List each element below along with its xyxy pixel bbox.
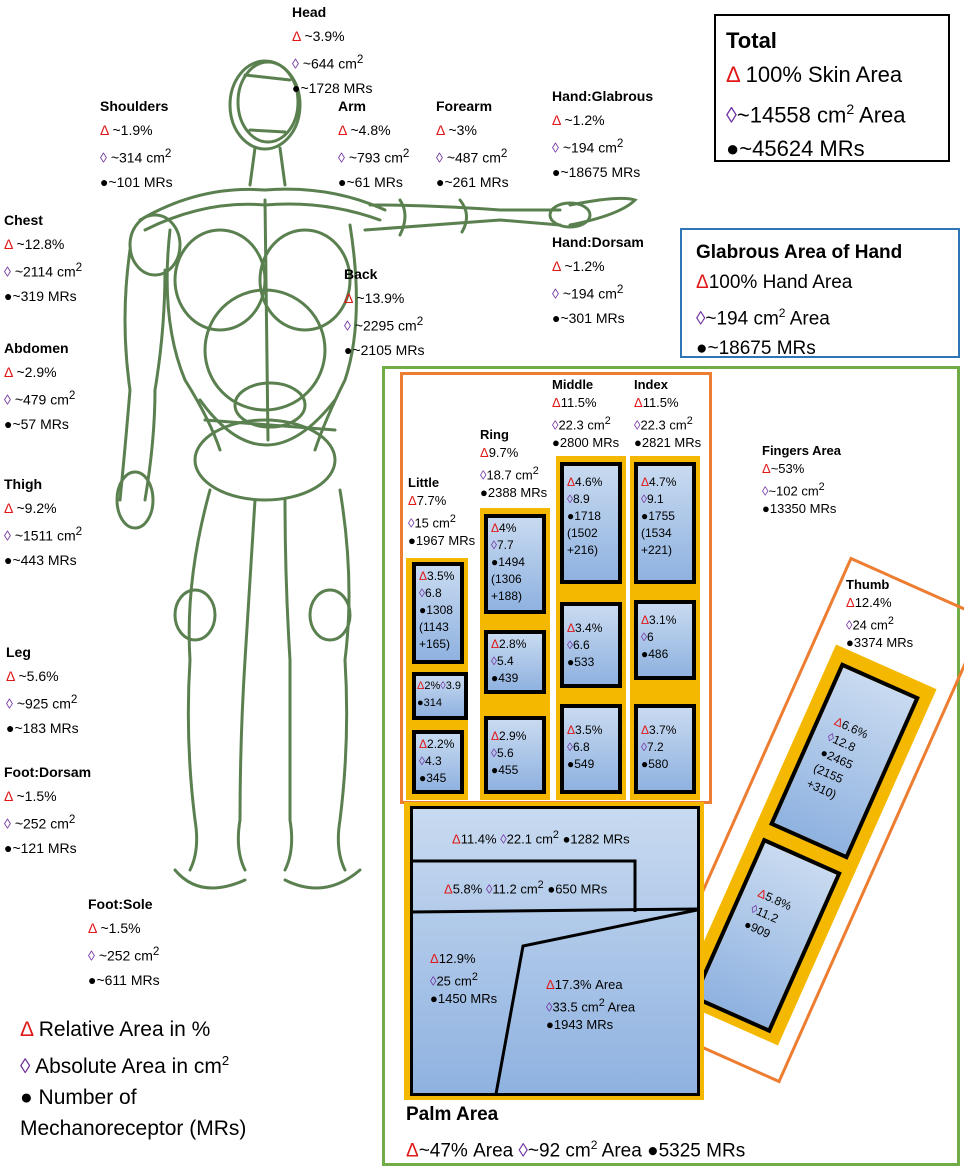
palm-row2: Δ5.8% ◊11.2 cm2 ●650 MRs [444,879,608,897]
label-index: Index Δ11.5% ◊22.3 cm2 ●2821 MRs [634,377,702,451]
label-foot-sole: Foot:Sole Δ ~1.5% ◊ ~252 cm2 ●~611 MRs [88,896,160,988]
label-little: Little Δ7.7% ◊15 cm2 ●1967 MRs [408,475,476,549]
palm-row1: Δ11.4% ◊22.1 cm2 ●1282 MRs [452,829,630,847]
segment-middle-proximal: Δ3.5% ◊6.8 ●549 [560,704,622,794]
label-back: Back Δ ~13.9% ◊ ~2295 cm2 ●~2105 MRs [344,266,425,358]
label-abdomen: Abdomen Δ ~2.9% ◊ ~479 cm2 ●~57 MRs [4,340,76,432]
palm [410,806,700,1096]
total-box: Total Δ 100% Skin Area ◊~14558 cm2 Area … [714,14,950,162]
label-arm: Arm Δ ~4.8% ◊ ~793 cm2 ●~61 MRs [338,98,410,190]
label-foot-dorsam: Foot:Dorsam Δ ~1.5% ◊ ~252 cm2 ●~121 MRs [4,764,92,856]
segment-index-proximal: Δ3.7% ◊7.2 ●580 [634,704,696,794]
segment-little-middle: Δ2%◊3.9 ●314 [412,672,468,720]
segment-little-distal: Δ3.5% ◊6.8 ●1308 (1143 +165) [412,562,464,664]
palm-area-title: Palm Area [406,1104,499,1125]
glabrous-rel: Δ100% Hand Area [696,272,853,293]
segment-ring-distal: Δ4% ◊7.7 ●1494 (1306 +188) [484,514,546,614]
segment-ring-middle: Δ2.8% ◊5.4 ●439 [484,630,546,694]
palm-right: Δ17.3% Area ◊33.5 cm2 Area ●1943 MRs [546,977,636,1033]
total-mr: ●~45624 MRs [726,136,865,162]
label-leg: Leg Δ ~5.6% ◊ ~925 cm2 ●~183 MRs [6,644,79,736]
palm-area-caption: Palm Area Δ~47% Area ◊~92 cm2 Area ●5325… [406,1100,745,1166]
label-ring: Ring Δ9.7% ◊18.7 cm2 ●2388 MRs [480,427,548,501]
body-sketch [115,59,638,890]
legend-mr-2: Mechanoreceptor (MRs) [20,1117,247,1140]
segment-middle-middle: Δ3.4% ◊6.6 ●533 [560,602,622,688]
label-thumb: Thumb Δ12.4% ◊24 cm2 ●3374 MRs [846,577,914,651]
hand-panel [382,366,960,1166]
legend-mr: ● Number of [20,1086,137,1109]
label-chest: Chest Δ ~12.8% ◊ ~2114 cm2 ●~319 MRs [4,212,83,304]
label-middle: Middle Δ11.5% ◊22.3 cm2 ●2800 MRs [552,377,620,451]
segment-middle-distal: Δ4.6% ◊8.9 ●1718 (1502 +216) [560,462,622,584]
label-hand-glabrous: Hand:Glabrous Δ ~1.2% ◊ ~194 cm2 ●~18675… [552,88,654,180]
glabrous-abs: ◊~194 cm2 Area [696,306,830,330]
label-thigh: Thigh Δ ~9.2% ◊ ~1511 cm2 ●~443 MRs [4,476,83,568]
segment-ring-proximal: Δ2.9% ◊5.6 ●455 [484,716,546,794]
palm-dividers [410,859,700,1095]
label-forearm: Forearm Δ ~3% ◊ ~487 cm2 ●~261 MRs [436,98,509,190]
segment-index-middle: Δ3.1% ◊6 ●486 [634,600,696,680]
legend: Δ Relative Area in % ◊ Absolute Area in … [20,1014,246,1144]
total-title: Total [726,28,777,53]
segment-little-proximal: Δ2.2% ◊4.3 ●345 [412,730,464,794]
palm-area-values: Δ~47% Area ◊~92 cm2 Area ●5325 MRs [406,1138,746,1162]
label-fingers-area: Fingers Area Δ~53% ◊~102 cm2 ●13350 MRs [762,443,841,517]
segment-index-distal: Δ4.7% ◊9.1 ●1755 (1534 +221) [634,462,696,584]
legend-abs: ◊ Absolute Area in cm2 [20,1053,230,1078]
total-rel: Δ 100% Skin Area [726,62,903,87]
total-abs: ◊~14558 cm2 Area [726,101,906,128]
label-head: Head Δ ~3.9% ◊ ~644 cm2 ●~1728 MRs [292,4,373,96]
glabrous-title: Glabrous Area of Hand [696,242,903,263]
legend-rel: Δ Relative Area in % [20,1018,211,1041]
label-hand-dorsam: Hand:Dorsam Δ ~1.2% ◊ ~194 cm2 ●~301 MRs [552,234,644,326]
glabrous-box: Glabrous Area of Hand Δ100% Hand Area ◊~… [680,228,960,359]
label-shoulders: Shoulders Δ ~1.9% ◊ ~314 cm2 ●~101 MRs [100,98,173,190]
palm-left: Δ12.9% ◊25 cm2 ●1450 MRs [430,951,498,1007]
glabrous-mr: ●~18675 MRs [696,338,816,360]
